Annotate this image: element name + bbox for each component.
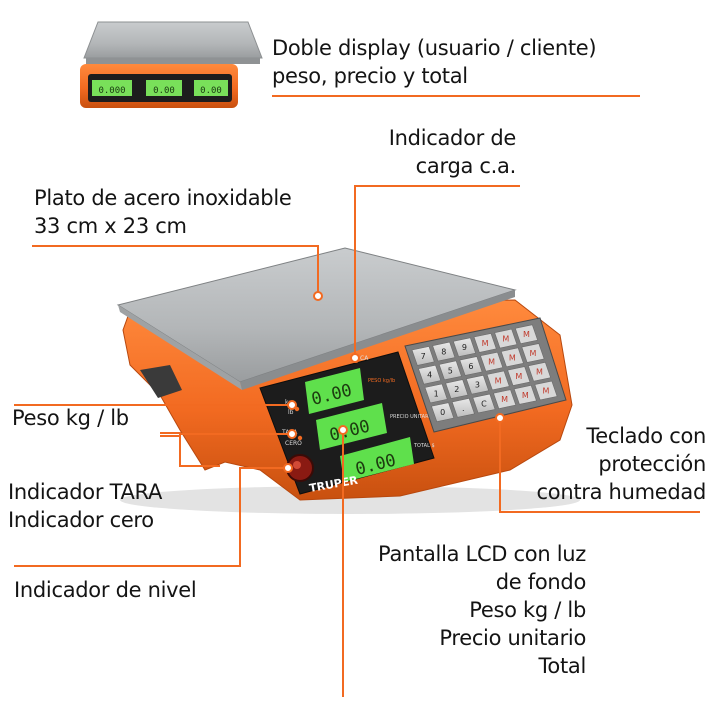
keypad-key: [513, 385, 537, 405]
scale-shadow: [120, 486, 580, 514]
keypad-key-label: 1: [434, 389, 439, 398]
keypad-key-label: 3: [475, 381, 480, 390]
keypad-key: [473, 333, 497, 353]
panel-label-precio: PRECIO UNITARIO $/kg/lb: [390, 414, 453, 420]
leader-teclado: [499, 418, 700, 513]
keypad-key: [514, 324, 539, 345]
keypad-key: [494, 328, 518, 349]
thumbnail-lcd-3-text: 0.00: [200, 86, 222, 96]
thumbnail-platter-edge: [86, 58, 260, 64]
keypad-key: [521, 343, 545, 363]
keypad-key: [411, 346, 435, 366]
keypad-key: [527, 361, 552, 382]
keypad-key-label: M: [501, 395, 508, 404]
leader-tara-dot: [287, 429, 297, 439]
panel-label-peso: PESO kg/lb: [368, 378, 395, 384]
main-scale: 0.00 0.00 0.00 kg lb TARA CERO CA PESO k…: [116, 247, 580, 514]
leader-nivel: [14, 467, 288, 567]
keypad-key: [500, 347, 524, 368]
keypad-key-label: M: [488, 358, 495, 367]
keypad-key: [465, 374, 490, 395]
thumbnail-lcd-3: [194, 80, 228, 96]
callout-plato: Plato de acero inoxidable 33 cm x 23 cm: [34, 186, 292, 238]
leader-peso-dot: [287, 400, 297, 410]
level-bubble-highlight: [293, 461, 301, 469]
leader-nivel-dot: [283, 463, 293, 473]
keypad-key: [459, 356, 483, 376]
thumbnail-lcd-1-text: 0.000: [98, 86, 125, 96]
thumbnail-platter: [83, 21, 263, 59]
keypad-key-label: M: [543, 386, 550, 395]
steel-platter-side: [118, 305, 242, 390]
keypad-key: [486, 370, 510, 391]
callout-lines: [14, 185, 700, 697]
callout-nivel: Indicador de nivel: [14, 578, 197, 602]
keypad-key-label: 8: [441, 348, 446, 357]
keypad-key-label: M: [530, 349, 537, 358]
thumbnail-scale: 0.000 0.00 0.00: [80, 21, 263, 108]
thumbnail-lcd-2-text: 0.00: [153, 86, 175, 96]
leader-cero: [160, 435, 220, 467]
leader-carga: [354, 185, 520, 358]
keypad-key-label: 7: [421, 352, 426, 361]
panel-label-total: TOTAL $: [413, 443, 435, 449]
callout-doble-display: Doble display (usuario / cliente) peso, …: [272, 36, 597, 88]
keypad-key-label: M: [509, 353, 516, 362]
thumbnail-lcd-2: [146, 80, 182, 96]
keypad-key: [432, 341, 456, 362]
keypad-key-label: M: [482, 339, 489, 348]
keypad-key: [451, 398, 475, 418]
callout-peso-kg-lb: Peso kg / lb: [12, 406, 129, 430]
callout-teclado: Teclado con protección contra humedad: [536, 424, 707, 504]
thumbnail-lcd-1: [92, 80, 132, 96]
keypad-key-label: 2: [454, 385, 459, 394]
keypad-key: [493, 389, 517, 409]
keypad-key: [445, 379, 469, 399]
leader-teclado-dot: [495, 413, 505, 423]
callout-tara-cero: Indicador TARA Indicador cero: [8, 480, 163, 532]
panel-label-lb: lb: [288, 409, 294, 416]
leader-tara: [160, 432, 292, 435]
keypad-key: [472, 393, 496, 414]
leader-lcd-dot: [338, 425, 348, 435]
keypad-key-label: M: [502, 335, 509, 344]
lcd-price: [316, 403, 387, 450]
keypad-key-label: 5: [448, 366, 453, 375]
leader-plato: [32, 245, 319, 296]
keypad-key: [480, 351, 504, 372]
tara-indicator: [297, 435, 303, 441]
callout-indicador-carga: Indicador de carga c.a.: [388, 126, 517, 178]
keypad-key: [452, 337, 477, 358]
keypad-key-label: 4: [427, 371, 432, 380]
keypad-key-label: 9: [462, 343, 467, 352]
lcd-total: [340, 437, 414, 482]
panel-label-cero: CERO: [285, 440, 302, 447]
keypad-key: [418, 364, 442, 385]
keypad-key: [534, 380, 558, 401]
keypad-key-label: M: [523, 330, 530, 339]
keypad-key-label: 0: [440, 408, 445, 417]
keypad-key-label: M: [515, 372, 522, 381]
panel-label-ca: CA: [360, 355, 369, 362]
keypad-key: [438, 360, 462, 381]
keypad-key: [431, 402, 455, 422]
steel-platter-edge: [240, 290, 515, 390]
keypad-key: [507, 366, 531, 386]
scale-foot: [140, 365, 182, 398]
lcd-weight: [305, 368, 364, 414]
keypad-key-label: C: [481, 399, 487, 408]
keypad-key: [424, 383, 448, 404]
keypad-key-label: M: [536, 368, 543, 377]
keypad-key-label: 6: [468, 362, 473, 371]
leader-plato-dot: [313, 291, 323, 301]
callout-pantalla-lcd: Pantalla LCD con luz de fondo Peso kg / …: [378, 542, 586, 678]
keypad-key-label: .: [462, 404, 465, 413]
leader-carga-dot: [350, 353, 360, 363]
keypad-key-label: M: [495, 376, 502, 385]
keypad-key-label: M: [522, 391, 529, 400]
